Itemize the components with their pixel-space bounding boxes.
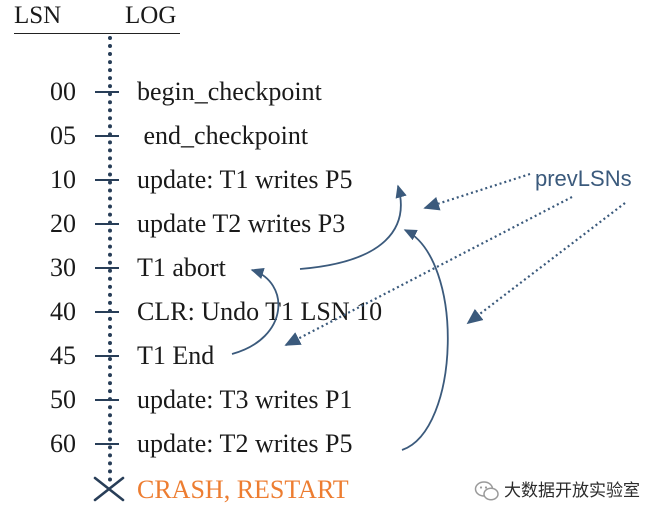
lsn-value: 40 (50, 297, 76, 326)
prevlsn-arrow-45-to-30 (231, 267, 280, 355)
timeline-tick (95, 267, 119, 270)
header-underline (14, 33, 180, 34)
wechat-icon (474, 481, 499, 501)
lsn-column-header: LSN (14, 2, 62, 29)
lsn-value: 20 (50, 209, 76, 238)
log-record-text: update: T2 writes P5 (137, 429, 353, 458)
log-record-text: update: T1 writes P5 (137, 165, 353, 194)
lsn-value: 05 (50, 121, 76, 150)
lsn-value: 10 (50, 165, 76, 194)
log-entry-row: 20 update T2 writes P3 (0, 202, 500, 246)
log-entry-row: 40 CLR: Undo T1 LSN 10 (0, 290, 500, 334)
timeline-tick (95, 223, 119, 226)
log-record-text: CLR: Undo T1 LSN 10 (137, 297, 383, 326)
log-entry-row: 50 update: T3 writes P1 (0, 378, 500, 422)
lsn-value: 50 (50, 385, 76, 414)
callout-pointer-1 (423, 172, 531, 211)
log-entry-row: 30 T1 abort (0, 246, 500, 290)
prevlsn-arrow-60-to-20 (401, 229, 449, 451)
prevlsn-arrow-30-to-10 (299, 184, 407, 270)
log-record-text: update: T3 writes P1 (137, 385, 353, 414)
log-column-header: LOG (125, 2, 177, 29)
log-entry-row: 00 begin_checkpoint (0, 70, 500, 114)
timeline-tick (95, 179, 119, 182)
log-record-text: T1 End (137, 341, 215, 370)
log-entry-row: 60 update: T2 writes P5 (0, 422, 500, 466)
log-record-text: T1 abort (137, 253, 226, 282)
timeline-tick (95, 443, 119, 446)
prevlsns-callout-label: prevLSNs (535, 166, 632, 191)
lsn-value: 60 (50, 429, 76, 458)
log-timeline (108, 36, 112, 482)
crash-restart-label: CRASH, RESTART (137, 475, 349, 504)
timeline-tick (95, 311, 119, 314)
timeline-tick (95, 135, 119, 138)
watermark-text: 大数据开放实验室 (504, 481, 640, 501)
timeline-tick (95, 355, 119, 358)
log-entry-row: 10 update: T1 writes P5 (0, 158, 500, 202)
callout-pointer-2 (284, 196, 573, 346)
timeline-tick (95, 399, 119, 402)
log-record-text: begin_checkpoint (137, 77, 322, 106)
lsn-value: 45 (50, 341, 76, 370)
log-entry-row: 45 T1 End (0, 334, 500, 378)
crash-x-icon (93, 476, 125, 502)
timeline-tick (95, 91, 119, 94)
callout-pointer-3 (466, 202, 626, 325)
log-record-text: end_checkpoint (137, 121, 309, 150)
lsn-value: 30 (50, 253, 76, 282)
log-entry-row: 05 end_checkpoint (0, 114, 500, 158)
log-record-text: update T2 writes P3 (137, 209, 346, 238)
lsn-value: 00 (50, 77, 76, 106)
